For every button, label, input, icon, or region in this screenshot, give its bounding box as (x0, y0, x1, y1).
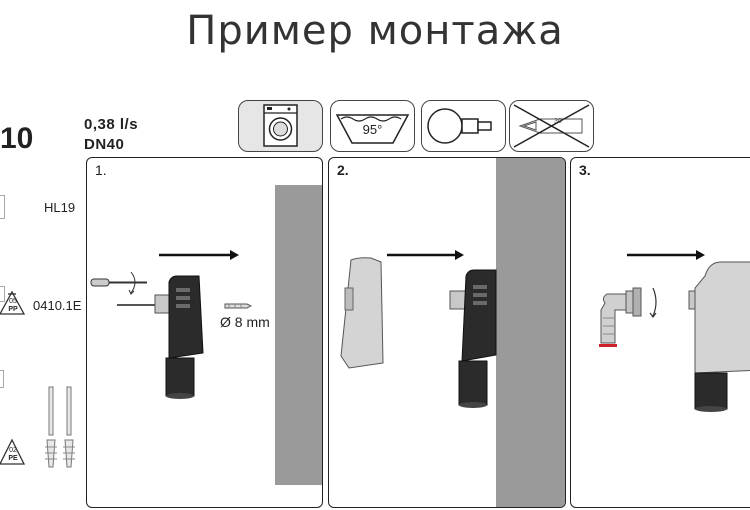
step-1-label: 1. (95, 162, 107, 178)
pp-code: 05 (9, 298, 17, 305)
part-fragment-3 (0, 370, 4, 388)
step-3-panel: 3. (570, 157, 750, 508)
drain-connection-icon (421, 100, 506, 152)
step-1-illustration (90, 250, 253, 399)
screws-anchors-illustration (40, 385, 80, 480)
step-1-panel: 1. Ø 8 mm (86, 157, 323, 508)
temperature-label: 95° (362, 122, 383, 137)
not-suitable-icon: 30° (509, 100, 594, 152)
recycle-pp-icon: 05 PP (0, 289, 27, 319)
drill-diameter-label: Ø 8 mm (220, 314, 270, 330)
no-mark-label: 30° (554, 118, 565, 125)
part-fragment-2 (0, 286, 5, 302)
nominal-diameter: DN40 (84, 136, 125, 153)
pe-label: PE (8, 455, 18, 462)
recycle-pe-icon: 02 PE (0, 437, 27, 469)
step-3-label: 3. (579, 162, 591, 178)
part-fragment (0, 195, 5, 219)
model-number: 10 (0, 122, 34, 155)
step-2-panel: 2. (328, 157, 566, 508)
flow-rate: 0,38 l/s (84, 116, 139, 133)
step-2-label: 2. (337, 162, 349, 178)
pe-code: 02 (9, 447, 17, 454)
step-2-illustration (340, 250, 497, 408)
washing-machine-icon (238, 100, 323, 152)
part-code: 0410.1E (33, 298, 82, 313)
page-title: Пример монтажа (186, 8, 564, 54)
pp-label: PP (8, 306, 18, 313)
wall (275, 185, 322, 485)
hot-water-icon: 95° (330, 100, 415, 152)
part-hl19: HL19 (44, 200, 76, 215)
step-3-illustration (599, 250, 750, 412)
wall (496, 158, 565, 507)
